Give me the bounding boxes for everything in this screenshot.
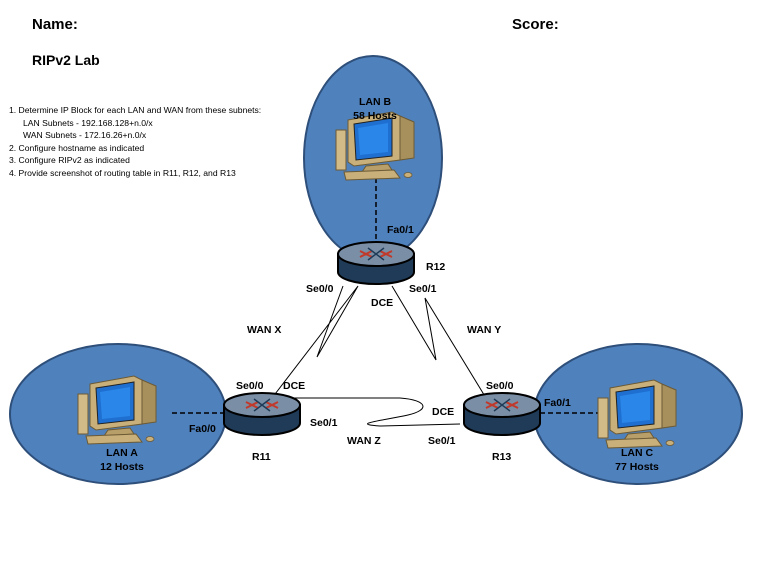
link-wan-z bbox=[292, 397, 461, 427]
link-wan-y bbox=[391, 285, 487, 399]
r12-label: R12 bbox=[426, 261, 445, 273]
r12-se01-label: Se0/1 bbox=[409, 283, 437, 295]
name-label: Name: bbox=[32, 16, 78, 33]
r11-fa00-label: Fa0/0 bbox=[189, 423, 216, 435]
instruction-3: 3. Configure RIPv2 as indicated bbox=[9, 155, 130, 166]
r13-dce-label: DCE bbox=[432, 406, 454, 418]
lab-title: RIPv2 Lab bbox=[32, 52, 100, 68]
r13-router-icon bbox=[463, 392, 541, 436]
lan-a-hosts: 12 Hosts bbox=[100, 461, 144, 473]
r11-se01-label: Se0/1 bbox=[310, 417, 338, 429]
r12-fa01-label: Fa0/1 bbox=[387, 224, 414, 236]
r11-router-icon bbox=[223, 392, 301, 436]
lan-b-name: LAN B bbox=[359, 96, 391, 108]
r12-se00-label: Se0/0 bbox=[306, 283, 334, 295]
r13-fa01-label: Fa0/1 bbox=[544, 397, 571, 409]
link-wan-x bbox=[271, 285, 359, 399]
lan-c-hosts: 77 Hosts bbox=[615, 461, 659, 473]
instruction-lan-subnets: LAN Subnets - 192.168.128+n.0/x bbox=[23, 117, 153, 128]
lan-c-name: LAN C bbox=[621, 447, 653, 459]
r12-router-icon bbox=[337, 241, 415, 285]
r11-se00-label: Se0/0 bbox=[236, 380, 264, 392]
r13-label: R13 bbox=[492, 451, 511, 463]
score-label: Score: bbox=[512, 16, 559, 33]
lan-a-name: LAN A bbox=[106, 447, 138, 459]
instruction-4: 4. Provide screenshot of routing table i… bbox=[9, 167, 236, 178]
r11-dce-label: DCE bbox=[283, 380, 305, 392]
r13-se00-label: Se0/0 bbox=[486, 380, 514, 392]
wan-x-label: WAN X bbox=[247, 324, 281, 336]
wan-z-label: WAN Z bbox=[347, 435, 381, 447]
lan-b-hosts: 58 Hosts bbox=[353, 110, 397, 122]
r13-se01-label: Se0/1 bbox=[428, 435, 456, 447]
wan-y-label: WAN Y bbox=[467, 324, 501, 336]
r11-label: R11 bbox=[252, 451, 271, 463]
instruction-1: 1. Determine IP Block for each LAN and W… bbox=[9, 105, 262, 115]
instruction-2: 2. Configure hostname as indicated bbox=[9, 142, 145, 153]
r12-dce-label: DCE bbox=[371, 297, 393, 309]
instruction-wan-subnets: WAN Subnets - 172.16.26+n.0/x bbox=[23, 130, 147, 141]
instructions-list: 1. Determine IP Block for each LAN and W… bbox=[9, 104, 261, 180]
